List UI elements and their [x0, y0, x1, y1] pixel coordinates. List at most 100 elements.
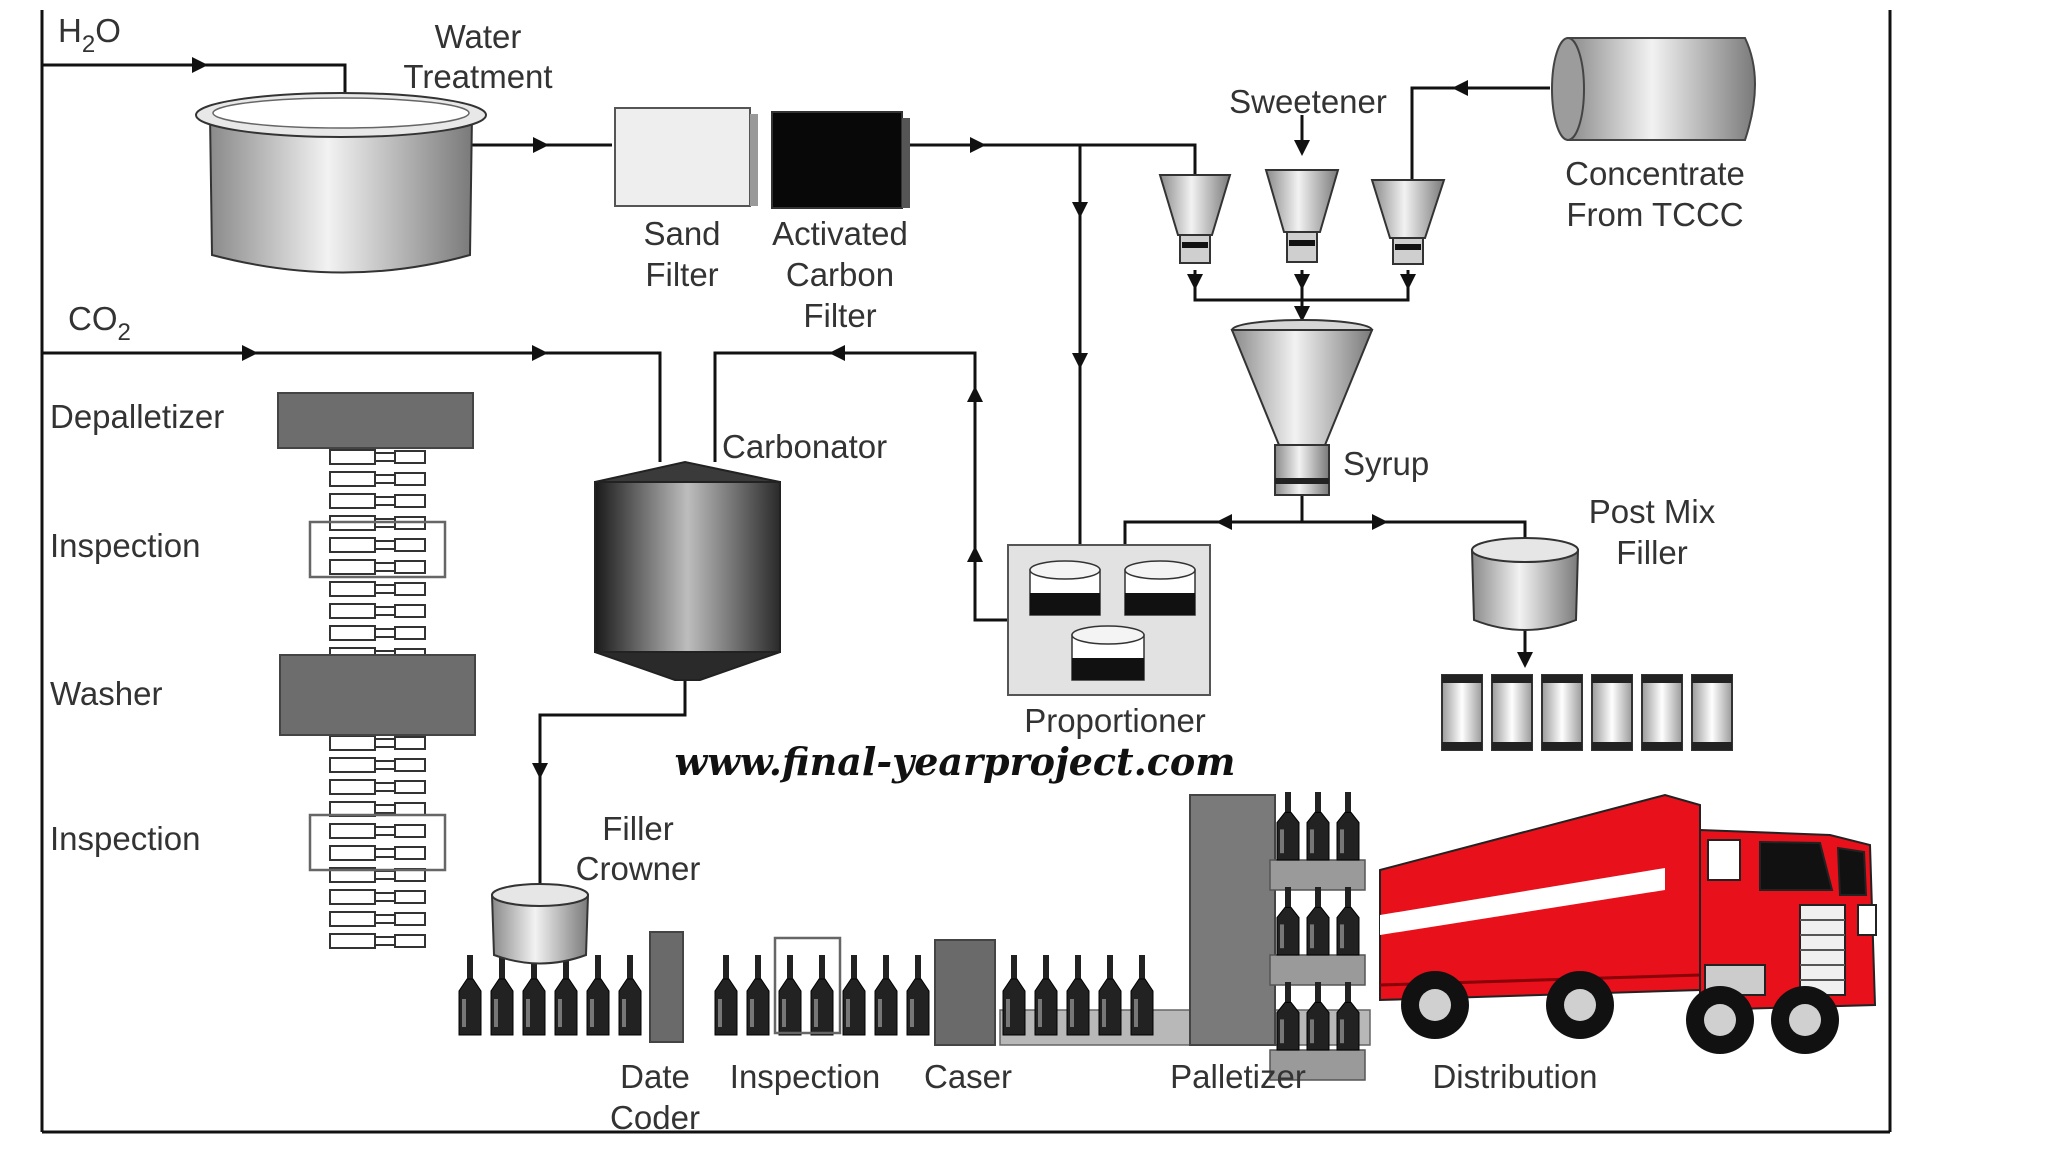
can-icon: [1491, 674, 1533, 751]
bottle-icon: [586, 955, 610, 1036]
syrup-funnel: [1230, 319, 1374, 496]
palletizer-machine: [1189, 794, 1276, 1046]
water-treatment-tank: [195, 92, 487, 274]
label-carbonator: Carbonator: [722, 428, 887, 465]
sideways-bottle-icon: [329, 581, 426, 597]
bottle-icon: [746, 955, 770, 1036]
label-carbon-filter-2: Carbon: [786, 256, 894, 293]
hopper-right: [1370, 179, 1446, 265]
flow-lines: [42, 57, 1550, 890]
sideways-bottle-icon: [329, 779, 426, 795]
bottle-icon: [522, 955, 546, 1036]
sideways-bottle-icon: [329, 933, 426, 949]
label-caser: Caser: [924, 1058, 1012, 1095]
sideways-bottle-icon: [329, 559, 426, 575]
sand-filter: [614, 107, 758, 207]
sideways-bottle-icon: [329, 757, 426, 773]
sideways-bottle-icon: [329, 449, 426, 465]
sideways-bottle-icon: [329, 735, 426, 751]
bottle-icon: [1306, 887, 1330, 956]
post-mix-filler: [1470, 537, 1580, 631]
sideways-bottle-icon: [329, 867, 426, 883]
washer-machine: [279, 654, 476, 736]
delivery-truck: [1379, 793, 1877, 1054]
label-post-mix-1: Post Mix: [1589, 493, 1716, 530]
proportioner-unit: [1007, 544, 1211, 696]
bottle-icon: [1336, 792, 1360, 861]
bottle-icon: [1098, 955, 1122, 1036]
bottle-icon: [1276, 982, 1300, 1051]
sideways-bottle-icon: [329, 493, 426, 509]
depalletizer-machine: [277, 392, 474, 449]
bottle-icon: [1066, 955, 1090, 1036]
label-carbon-filter-3: Filter: [803, 297, 876, 334]
bottle-icon: [1034, 955, 1058, 1036]
label-filler-1: Filler: [602, 810, 674, 847]
inspection-station-2: [308, 813, 447, 872]
sideways-bottle-icon: [329, 537, 426, 553]
bottle-icon: [1276, 792, 1300, 861]
bottle-icon: [618, 955, 642, 1036]
label-inspection-3: Inspection: [730, 1058, 880, 1095]
diagram-frame: [40, 10, 1892, 1134]
bottle-icon: [554, 955, 578, 1036]
bottle-icon: [842, 955, 866, 1036]
sideways-bottle-icon: [329, 603, 426, 619]
concentrate-drum: [1551, 37, 1756, 141]
bottle-icon: [1336, 982, 1360, 1051]
sideways-bottle-icon: [329, 889, 426, 905]
label-post-mix-2: Filler: [1616, 534, 1688, 571]
label-inspection-2: Inspection: [50, 820, 200, 857]
inspection-station-1: [308, 520, 447, 579]
bottle-row: [458, 955, 1154, 1036]
label-palletizer: Palletizer: [1170, 1058, 1306, 1095]
bottle-icon: [1002, 955, 1026, 1036]
bottle-icon: [810, 955, 834, 1036]
bottle-icon: [874, 955, 898, 1036]
label-water-treatment-2: Treatment: [403, 58, 552, 95]
proportioner-tank-1: [1029, 560, 1101, 616]
can-icon: [1541, 674, 1583, 751]
sideways-bottle-icon: [329, 625, 426, 641]
truck-wheels: [1401, 971, 1839, 1054]
can-icon: [1441, 674, 1483, 751]
bottle-icon: [458, 955, 482, 1036]
truck-trailer: [1379, 793, 1701, 1002]
label-distribution: Distribution: [1432, 1058, 1597, 1095]
can-icon: [1591, 674, 1633, 751]
label-filler-2: Crowner: [576, 850, 701, 887]
hopper-center: [1264, 169, 1340, 263]
label-sweetener: Sweetener: [1229, 83, 1387, 120]
label-sand-filter-2: Filter: [645, 256, 718, 293]
label-syrup: Syrup: [1343, 445, 1429, 482]
label-water-input: H2O: [58, 12, 121, 58]
label-co2: CO2: [68, 300, 131, 346]
post-mix-cans: [1441, 674, 1733, 751]
inspection-station-3: [773, 936, 842, 1035]
pallet-layer: [1269, 954, 1366, 986]
bottle-icon: [1306, 792, 1330, 861]
label-concentrate-1: Concentrate: [1565, 155, 1745, 192]
can-icon: [1691, 674, 1733, 751]
label-sand-filter-1: Sand: [643, 215, 720, 252]
proportioner-tank-2: [1124, 560, 1196, 616]
truck-cab: [1699, 828, 1877, 1012]
label-depalletizer: Depalletizer: [50, 398, 224, 435]
hopper-left: [1158, 174, 1232, 264]
bottle-icon: [1306, 982, 1330, 1051]
date-coder-machine: [649, 931, 684, 1043]
label-concentrate-2: From TCCC: [1566, 196, 1743, 233]
can-icon: [1641, 674, 1683, 751]
bottle-icon: [1336, 887, 1360, 956]
carbonator-vessel: [594, 460, 781, 681]
label-water-treatment-1: Water: [435, 18, 522, 55]
label-date-coder-1: Date: [620, 1058, 690, 1095]
sideways-bottle-icon: [329, 823, 426, 839]
activated-carbon-filter: [771, 111, 910, 209]
caser-machine: [934, 939, 996, 1046]
bottle-icon: [1276, 887, 1300, 956]
sideways-bottle-icon: [329, 471, 426, 487]
bottle-icon: [490, 955, 514, 1036]
